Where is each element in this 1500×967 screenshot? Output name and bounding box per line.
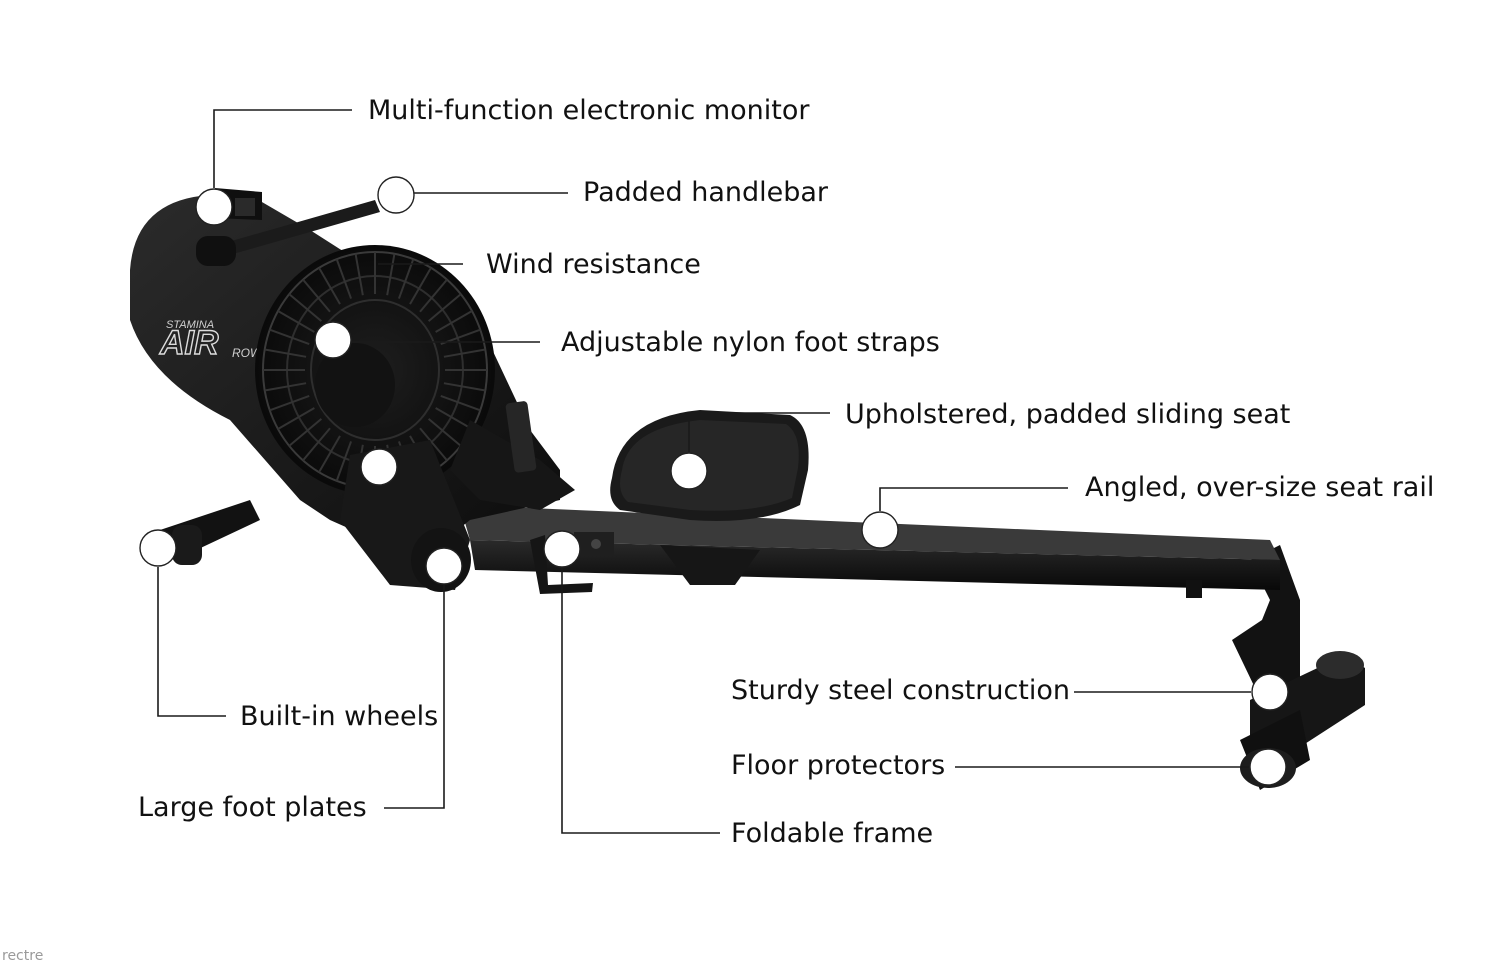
fan-spoke — [288, 418, 323, 447]
fan-spoke — [386, 253, 396, 296]
fan-spoke — [435, 310, 473, 333]
label-floor-protectors: Floor protectors — [731, 750, 946, 781]
marker-rail — [861, 511, 899, 549]
fan-spoke — [427, 418, 462, 447]
callout-lines — [157, 109, 1251, 834]
marker-frame — [543, 530, 581, 568]
watermark: rectre — [2, 948, 44, 964]
marker-handlebar — [377, 176, 415, 214]
label-steel-construction: Sturdy steel construction — [731, 675, 1071, 706]
sliding-seat — [610, 410, 809, 585]
label-wind-resistance: Wind resistance — [486, 249, 701, 280]
leader-line-seat — [688, 412, 830, 452]
fan-spoke — [335, 441, 352, 482]
fan-spoke — [264, 348, 307, 358]
fan-spoke — [443, 348, 486, 358]
marker-extra — [360, 448, 398, 486]
fan-spoke — [302, 427, 331, 462]
leader-line-monitor — [213, 109, 352, 188]
callout-markers — [139, 176, 1289, 786]
fan-spoke — [277, 310, 315, 333]
brand-text: STAMINA — [166, 319, 214, 331]
marker-seat — [670, 452, 708, 490]
fan-wheel — [255, 245, 495, 495]
leader-line-rail — [879, 487, 1068, 511]
label-foot-plates: Large foot plates — [138, 792, 367, 823]
marker-protectors — [1249, 748, 1287, 786]
fan-spoke — [354, 253, 364, 296]
label-built-in-wheels: Built-in wheels — [240, 701, 439, 732]
fan-spoke — [269, 395, 310, 412]
fan-spoke — [419, 427, 448, 462]
label-foot-straps: Adjustable nylon foot straps — [561, 327, 940, 358]
label-sliding-seat: Upholstered, padded sliding seat — [845, 399, 1291, 430]
fan-spoke — [288, 293, 323, 322]
label-seat-rail: Angled, over-size seat rail — [1085, 472, 1435, 503]
label-handlebar: Padded handlebar — [583, 177, 829, 208]
rowing-machine: STAMINA AIR ROWER — [130, 188, 1365, 790]
leader-line-footplates — [384, 585, 445, 809]
fan-spoke — [419, 278, 448, 313]
marker-monitor — [195, 188, 233, 226]
fan-spoke — [443, 382, 486, 392]
fan-spoke — [409, 267, 432, 305]
fan-spoke — [318, 435, 341, 473]
fan-spoke — [398, 258, 415, 299]
fan-spoke — [435, 407, 473, 430]
marker-steel — [1251, 673, 1289, 711]
fan-spoke — [302, 278, 331, 313]
fan-spoke — [269, 328, 310, 345]
fan-spoke — [318, 267, 341, 305]
label-foldable-frame: Foldable frame — [731, 818, 934, 849]
marker-wheels — [139, 529, 177, 567]
leader-line-frame — [561, 568, 720, 834]
leader-line-wheels — [157, 567, 226, 717]
fan-spoke — [335, 258, 352, 299]
fan-spoke — [277, 407, 315, 430]
fan-spoke — [440, 395, 481, 412]
fan-spoke — [264, 382, 307, 392]
marker-footplates — [425, 547, 463, 585]
marker-straps — [314, 321, 352, 359]
label-monitor: Multi-function electronic monitor — [368, 95, 810, 126]
logo-main: AIR — [159, 324, 219, 362]
fan-spoke — [427, 293, 462, 322]
